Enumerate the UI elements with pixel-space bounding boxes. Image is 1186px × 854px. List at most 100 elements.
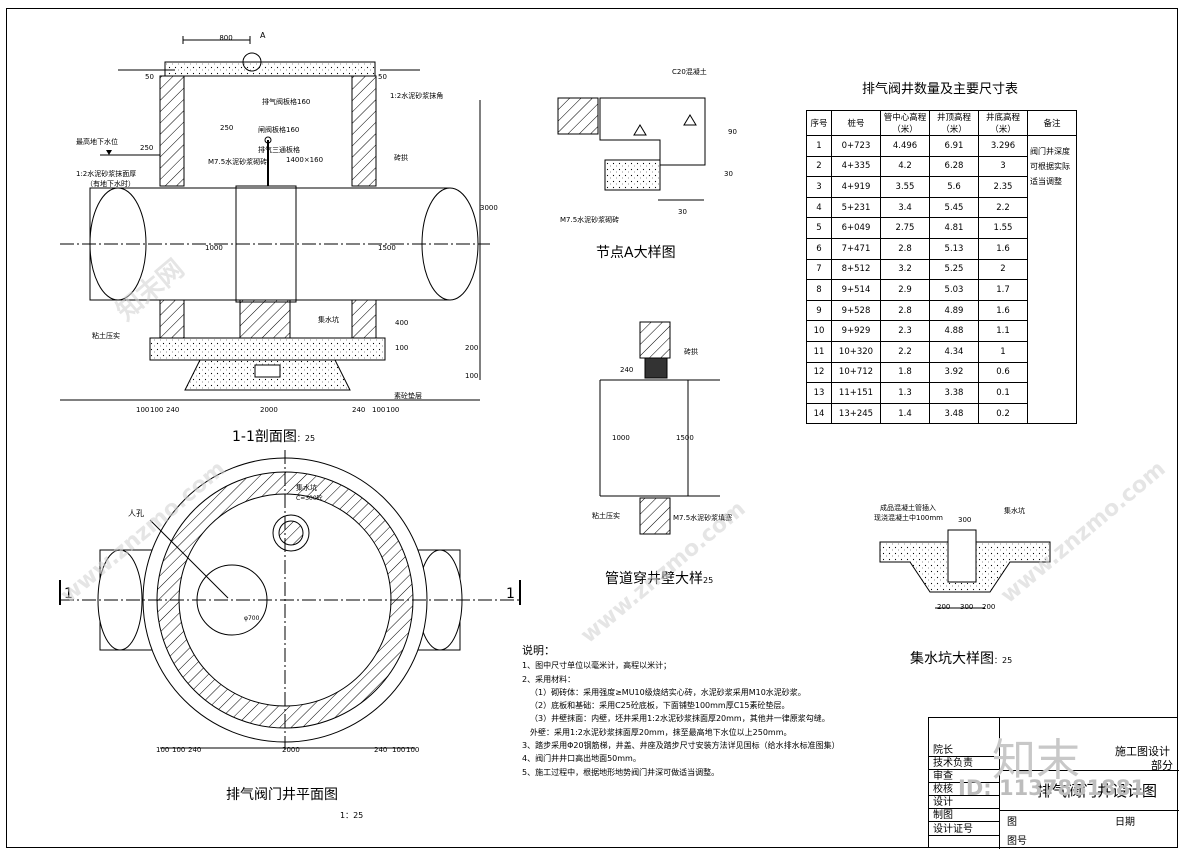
- title-block-row: 制图: [929, 809, 999, 822]
- note-line: （2）底板和基础：采用C25砼底板，下面铺垫100mm厚C15素砼垫层。: [530, 701, 790, 711]
- section-view: [60, 36, 490, 401]
- notes-heading: 说明：: [522, 644, 555, 657]
- table-cell: 9+528: [831, 299, 881, 322]
- ann-plaster: 1:2水泥砂浆抹面厚: [76, 169, 136, 178]
- table-cell: 4+919: [831, 176, 881, 198]
- table-cell: 10+712: [831, 361, 881, 384]
- th-top-elev: 井顶高程（米）: [929, 110, 979, 136]
- title-block: 施工图设计 部分 排气阀门井设计图 图 日期 图号 院长技术负责审查校核设计制图…: [928, 717, 1179, 849]
- dim-d2: 1500: [378, 244, 396, 252]
- dim-3000: 3000: [480, 204, 498, 212]
- tb-stage: 施工图设计: [1115, 745, 1170, 758]
- ann-cement: 1:2水泥砂浆抹角: [390, 91, 443, 100]
- table-cell: 1.55: [978, 217, 1028, 239]
- table-cell: 1.6: [978, 237, 1028, 260]
- node-a-title: 节点A大样图: [596, 245, 676, 261]
- table-cell: 1.8: [880, 361, 930, 384]
- dim-250: 250: [220, 124, 233, 132]
- node-a-mortar: M7.5水泥砂浆砌砖: [560, 215, 619, 224]
- table-cell: 4.88: [929, 320, 979, 342]
- th-note: 备注: [1027, 110, 1077, 136]
- table-cell: 6.91: [929, 135, 979, 157]
- note-line: （3）井壁抹面：内壁，坯井采用1:2水泥砂浆抹面厚20mm，其他井一律原浆勾缝。: [530, 714, 830, 724]
- table-cell: 1.4: [880, 402, 930, 425]
- note-line: 1、图中尺寸单位以毫米计，高程以米计；: [522, 661, 672, 671]
- table-cell: 0.1: [978, 382, 1028, 404]
- note-line: （1）砌砖体：采用强度≥MU10级烧结实心砖，水泥砂浆采用M10水泥砂浆。: [530, 687, 806, 697]
- table-cell: 7: [806, 258, 832, 281]
- svg-text:100: 100: [136, 406, 149, 414]
- table-cell: 7+471: [831, 237, 881, 260]
- table-cell: 1.6: [978, 299, 1028, 322]
- table-cell: 1: [806, 135, 832, 157]
- pipe-wall-detail: [599, 321, 720, 535]
- table-cell: 5: [806, 217, 832, 239]
- sump-dim-mid: 300: [960, 603, 973, 611]
- mark-a: A: [260, 31, 266, 40]
- title-block-row: 校核: [929, 783, 999, 796]
- svg-text:2000: 2000: [282, 746, 300, 754]
- title-block-row: 设计: [929, 796, 999, 809]
- table-cell: 3.55: [880, 176, 930, 198]
- table-cell: 5.25: [929, 258, 979, 281]
- svg-text:240: 240: [374, 746, 387, 754]
- cut-mark-left: 1: [64, 586, 73, 602]
- table-cell: 5+231: [831, 196, 881, 219]
- table-cell: 0.6: [978, 361, 1028, 384]
- table-cell: 2.2: [880, 340, 930, 363]
- section-bottom-dims: 100 100 240 2000 240 100 100: [136, 406, 399, 414]
- table-cell: 3.48: [929, 402, 979, 425]
- table-cell: 13+245: [831, 402, 881, 425]
- table-cell: 4.89: [929, 299, 979, 322]
- table-cell: 1: [978, 340, 1028, 363]
- ann-backfill: 粘土压实: [92, 331, 120, 340]
- dim-50-right: 50: [378, 73, 387, 81]
- pipe-wall-clay: 粘土压实: [592, 511, 620, 520]
- plan-bottom-dims: 100 100 240 2000 240 100 100: [156, 746, 419, 754]
- table-cell: 5.13: [929, 237, 979, 260]
- table-title: 排气阀井数量及主要尺寸表: [862, 82, 1019, 97]
- plan-scale: 1：25: [340, 811, 364, 820]
- title-block-row: 审查: [929, 770, 999, 783]
- svg-text:100: 100: [150, 406, 163, 414]
- tb-dept: 部分: [1151, 759, 1173, 772]
- th-no: 序号: [806, 110, 832, 136]
- table-cell: 5.6: [929, 176, 979, 198]
- table-note-cell: 阀门井深度可根据实际适当调整: [1027, 134, 1077, 425]
- table-cell: 4.34: [929, 340, 979, 363]
- tb-cell-mid: 图: [1007, 817, 1017, 828]
- sump-title: 集水坑大样图：25: [910, 651, 1013, 667]
- table-cell: 3.38: [929, 382, 979, 404]
- title-block-row: 技术负责: [929, 757, 999, 770]
- sump-label: 集水坑: [1004, 506, 1025, 515]
- dim-200: 200: [465, 344, 478, 352]
- table-cell: 11: [806, 340, 832, 363]
- table-cell: 2.9: [880, 279, 930, 301]
- svg-text:240: 240: [188, 746, 201, 754]
- note-line: 外壁：采用1:2水泥砂浆抹面厚20mm，抹至最高地下水位以上250mm。: [530, 727, 792, 737]
- ann-tee-size: 1400×160: [286, 156, 323, 164]
- plan-title: 排气阀门井平面图: [226, 787, 338, 803]
- note-line: 5、施工过程中，根据地形地势阀门井深可做适当调整。: [522, 767, 720, 777]
- table-cell: 5.03: [929, 279, 979, 301]
- svg-text:2000: 2000: [260, 406, 278, 414]
- sump-dim-right: 200: [982, 603, 995, 611]
- sump-detail: [879, 529, 1051, 609]
- ann-mortar: M7.5水泥砂浆砌砖: [208, 157, 267, 166]
- table-cell: 8: [806, 279, 832, 301]
- ann-brick: 砖拱: [394, 153, 408, 162]
- plan-manhole-label: 人孔: [128, 509, 144, 518]
- sump-pipe-label: 成品混凝土管插入: [880, 503, 936, 512]
- dim-50-left: 50: [145, 73, 154, 81]
- ann-sump: 集水坑: [318, 315, 339, 324]
- section-title: 1-1剖面图：25: [232, 429, 316, 445]
- table-cell: 1.1: [978, 320, 1028, 342]
- dim-100: 100: [395, 344, 408, 352]
- plan-sump-label: 集水坑: [296, 483, 317, 492]
- table-cell: 0+723: [831, 135, 881, 157]
- ann-valve: 闸阀板格160: [258, 125, 299, 134]
